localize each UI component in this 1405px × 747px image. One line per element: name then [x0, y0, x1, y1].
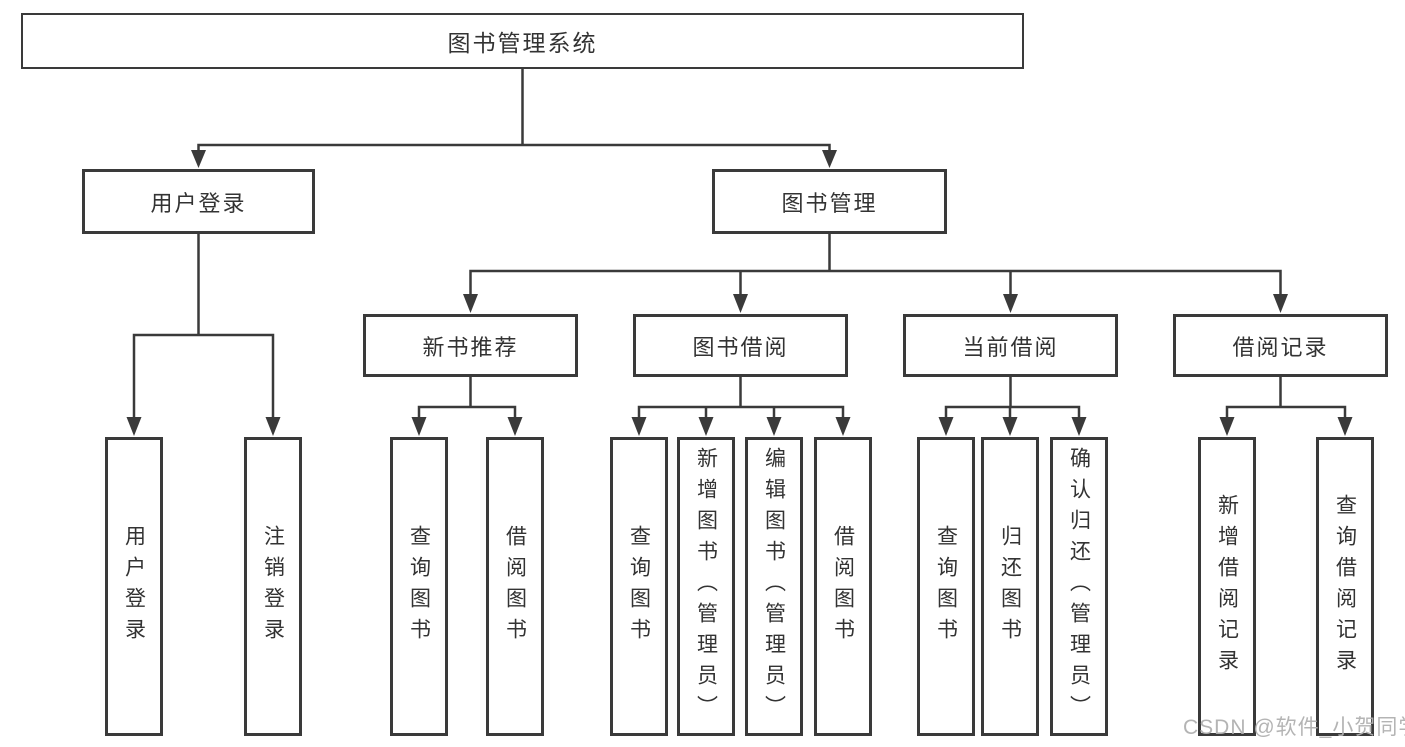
- leaf-query-book-current: 查询图书: [917, 437, 975, 736]
- arrowhead-icon: [733, 294, 748, 313]
- leaf-user-login: 用户登录: [105, 437, 163, 736]
- leaf-logout: 注销登录: [244, 437, 302, 736]
- arrowhead-icon: [822, 150, 837, 168]
- leaf-user-login-label: 用户登录: [122, 524, 146, 649]
- node-new-book-recommend: 新书推荐: [363, 314, 578, 377]
- node-book-management-label: 图书管理: [781, 190, 878, 216]
- arrowhead-icon: [1071, 417, 1087, 436]
- arrowhead-icon: [1273, 294, 1288, 313]
- arrowhead-icon: [631, 417, 647, 436]
- arrowhead-icon: [766, 417, 782, 436]
- node-book-management: 图书管理: [712, 169, 947, 234]
- node-root: 图书管理系统: [21, 13, 1024, 69]
- leaf-confirm-return-admin-label: 确认归还（管理员）: [1067, 447, 1091, 726]
- leaf-query-book-recommend-label: 查询图书: [407, 524, 431, 649]
- arrowhead-icon: [507, 417, 523, 436]
- leaf-add-book-admin-label: 新增图书（管理员）: [694, 447, 718, 726]
- node-user-login-label: 用户登录: [150, 190, 247, 216]
- leaf-return-book-label: 归还图书: [998, 524, 1022, 649]
- arrowhead-icon: [126, 417, 142, 436]
- leaf-edit-book-admin-label: 编辑图书（管理员）: [762, 447, 786, 726]
- node-borrow-records: 借阅记录: [1173, 314, 1388, 377]
- node-user-login: 用户登录: [82, 169, 315, 234]
- leaf-query-borrow-record: 查询借阅记录: [1316, 437, 1374, 736]
- leaf-query-book-recommend: 查询图书: [390, 437, 448, 736]
- arrowhead-icon: [191, 150, 206, 168]
- arrowhead-icon: [938, 417, 954, 436]
- node-current-borrow: 当前借阅: [903, 314, 1118, 377]
- arrowhead-icon: [1002, 417, 1018, 436]
- arrowhead-icon: [698, 417, 714, 436]
- arrowhead-icon: [1219, 417, 1235, 436]
- arrowhead-icon: [835, 417, 851, 436]
- leaf-query-borrow-record-label: 查询借阅记录: [1333, 493, 1357, 680]
- leaf-borrow-book-recommend: 借阅图书: [486, 437, 544, 736]
- leaf-borrow-book-label: 借阅图书: [831, 524, 855, 649]
- leaf-query-book-borrow-label: 查询图书: [627, 524, 651, 649]
- leaf-query-book-current-label: 查询图书: [934, 524, 958, 649]
- leaf-add-borrow-record-label: 新增借阅记录: [1215, 493, 1239, 680]
- node-root-label: 图书管理系统: [447, 30, 598, 56]
- leaf-return-book: 归还图书: [981, 437, 1039, 736]
- leaf-borrow-book: 借阅图书: [814, 437, 872, 736]
- leaf-edit-book-admin: 编辑图书（管理员）: [745, 437, 803, 736]
- node-new-book-recommend-label: 新书推荐: [422, 334, 519, 360]
- arrowhead-icon: [1337, 417, 1353, 436]
- watermark: CSDN @软件_小贺同学: [1183, 716, 1405, 739]
- arrowhead-icon: [463, 294, 478, 313]
- arrowhead-icon: [1003, 294, 1018, 313]
- leaf-logout-label: 注销登录: [261, 524, 285, 649]
- node-borrow-records-label: 借阅记录: [1232, 334, 1329, 360]
- leaf-borrow-book-recommend-label: 借阅图书: [503, 524, 527, 649]
- leaf-add-book-admin: 新增图书（管理员）: [677, 437, 735, 736]
- leaf-query-book-borrow: 查询图书: [610, 437, 668, 736]
- node-book-borrow-label: 图书借阅: [692, 334, 789, 360]
- node-current-borrow-label: 当前借阅: [962, 334, 1059, 360]
- leaf-add-borrow-record: 新增借阅记录: [1198, 437, 1256, 736]
- leaf-confirm-return-admin: 确认归还（管理员）: [1050, 437, 1108, 736]
- arrowhead-icon: [265, 417, 281, 436]
- node-book-borrow: 图书借阅: [633, 314, 848, 377]
- arrowhead-icon: [411, 417, 427, 436]
